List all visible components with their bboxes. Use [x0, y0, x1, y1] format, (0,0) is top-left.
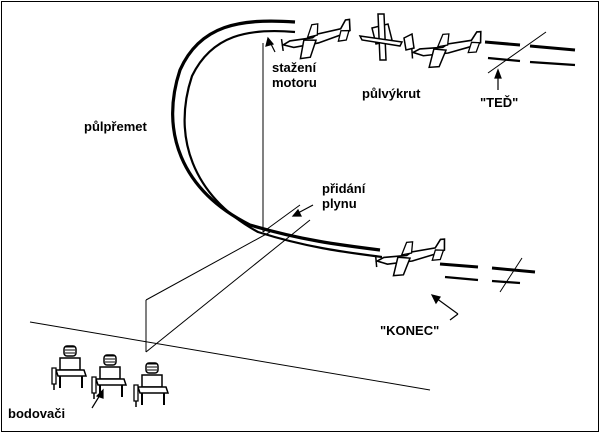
airplane-icon [358, 13, 415, 61]
arrow-icon [91, 36, 502, 409]
judge-icon [133, 362, 169, 408]
judge-icon [51, 345, 87, 391]
bodovaci-label: bodovači [8, 406, 65, 421]
airplane-icon [373, 238, 449, 278]
judge-icon [91, 354, 127, 400]
airplane-icon [279, 18, 355, 62]
ground-axes [29, 43, 431, 391]
flight-path [171, 19, 576, 293]
konec-label: "KONEC" [380, 323, 439, 338]
stazeni-motoru-label-2: motoru [272, 75, 317, 90]
pulpremet-label: půlpřemet [84, 119, 148, 134]
pulvykrut-label: půlvýkrut [362, 86, 421, 101]
pridani-plynu-label-1: přidání [322, 181, 366, 196]
airplane-icon [410, 30, 484, 70]
stazeni-motoru-label-1: stažení [272, 60, 316, 75]
ted-label: "TEĎ" [480, 95, 518, 110]
pridani-plynu-label-2: plynu [322, 196, 357, 211]
